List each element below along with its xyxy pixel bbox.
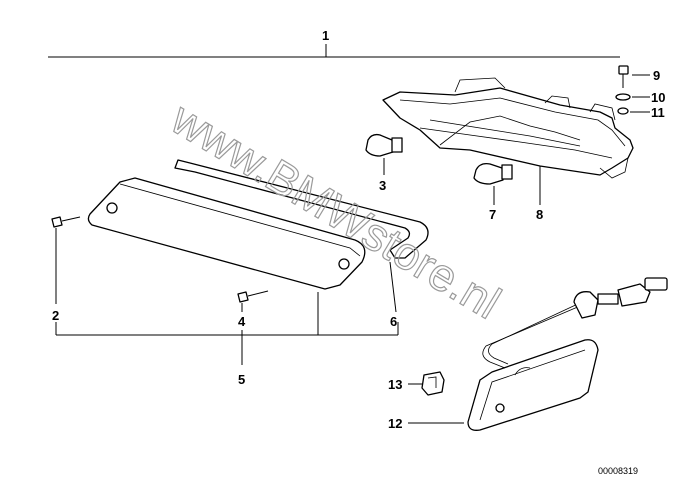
callout-7: 7: [489, 207, 496, 222]
lens-part: [87, 177, 366, 290]
bulb-part-3: [365, 133, 403, 175]
nut-part-11: [617, 107, 650, 115]
lamp-housing-part-8: [382, 77, 634, 179]
callout-13: 13: [388, 377, 402, 392]
assembly-bracket-top: [48, 44, 620, 58]
callout-1: 1: [322, 28, 329, 43]
callout-9: 9: [653, 68, 660, 83]
side-marker-part-12: [408, 339, 599, 431]
gasket-part-6: [174, 159, 429, 313]
callout-5: 5: [238, 372, 245, 387]
callout-11: 11: [651, 105, 665, 120]
screw-part-4: [237, 290, 269, 312]
callout-6: 6: [390, 314, 397, 329]
assembly-bracket-bottom: [55, 292, 399, 365]
callout-8: 8: [536, 207, 543, 222]
callout-2: 2: [52, 308, 59, 323]
bulb-part-7: [473, 162, 513, 205]
callout-3: 3: [379, 178, 386, 193]
callout-4: 4: [238, 314, 246, 329]
cable-with-connector: [482, 277, 668, 369]
clip-part-13: [408, 371, 445, 396]
callout-10: 10: [651, 90, 665, 105]
callout-12: 12: [388, 416, 402, 431]
screw-part-9: [618, 65, 650, 88]
diagram-code: 00008319: [598, 466, 638, 476]
screw-part-2: [51, 216, 81, 304]
washer-part-10: [615, 93, 650, 101]
